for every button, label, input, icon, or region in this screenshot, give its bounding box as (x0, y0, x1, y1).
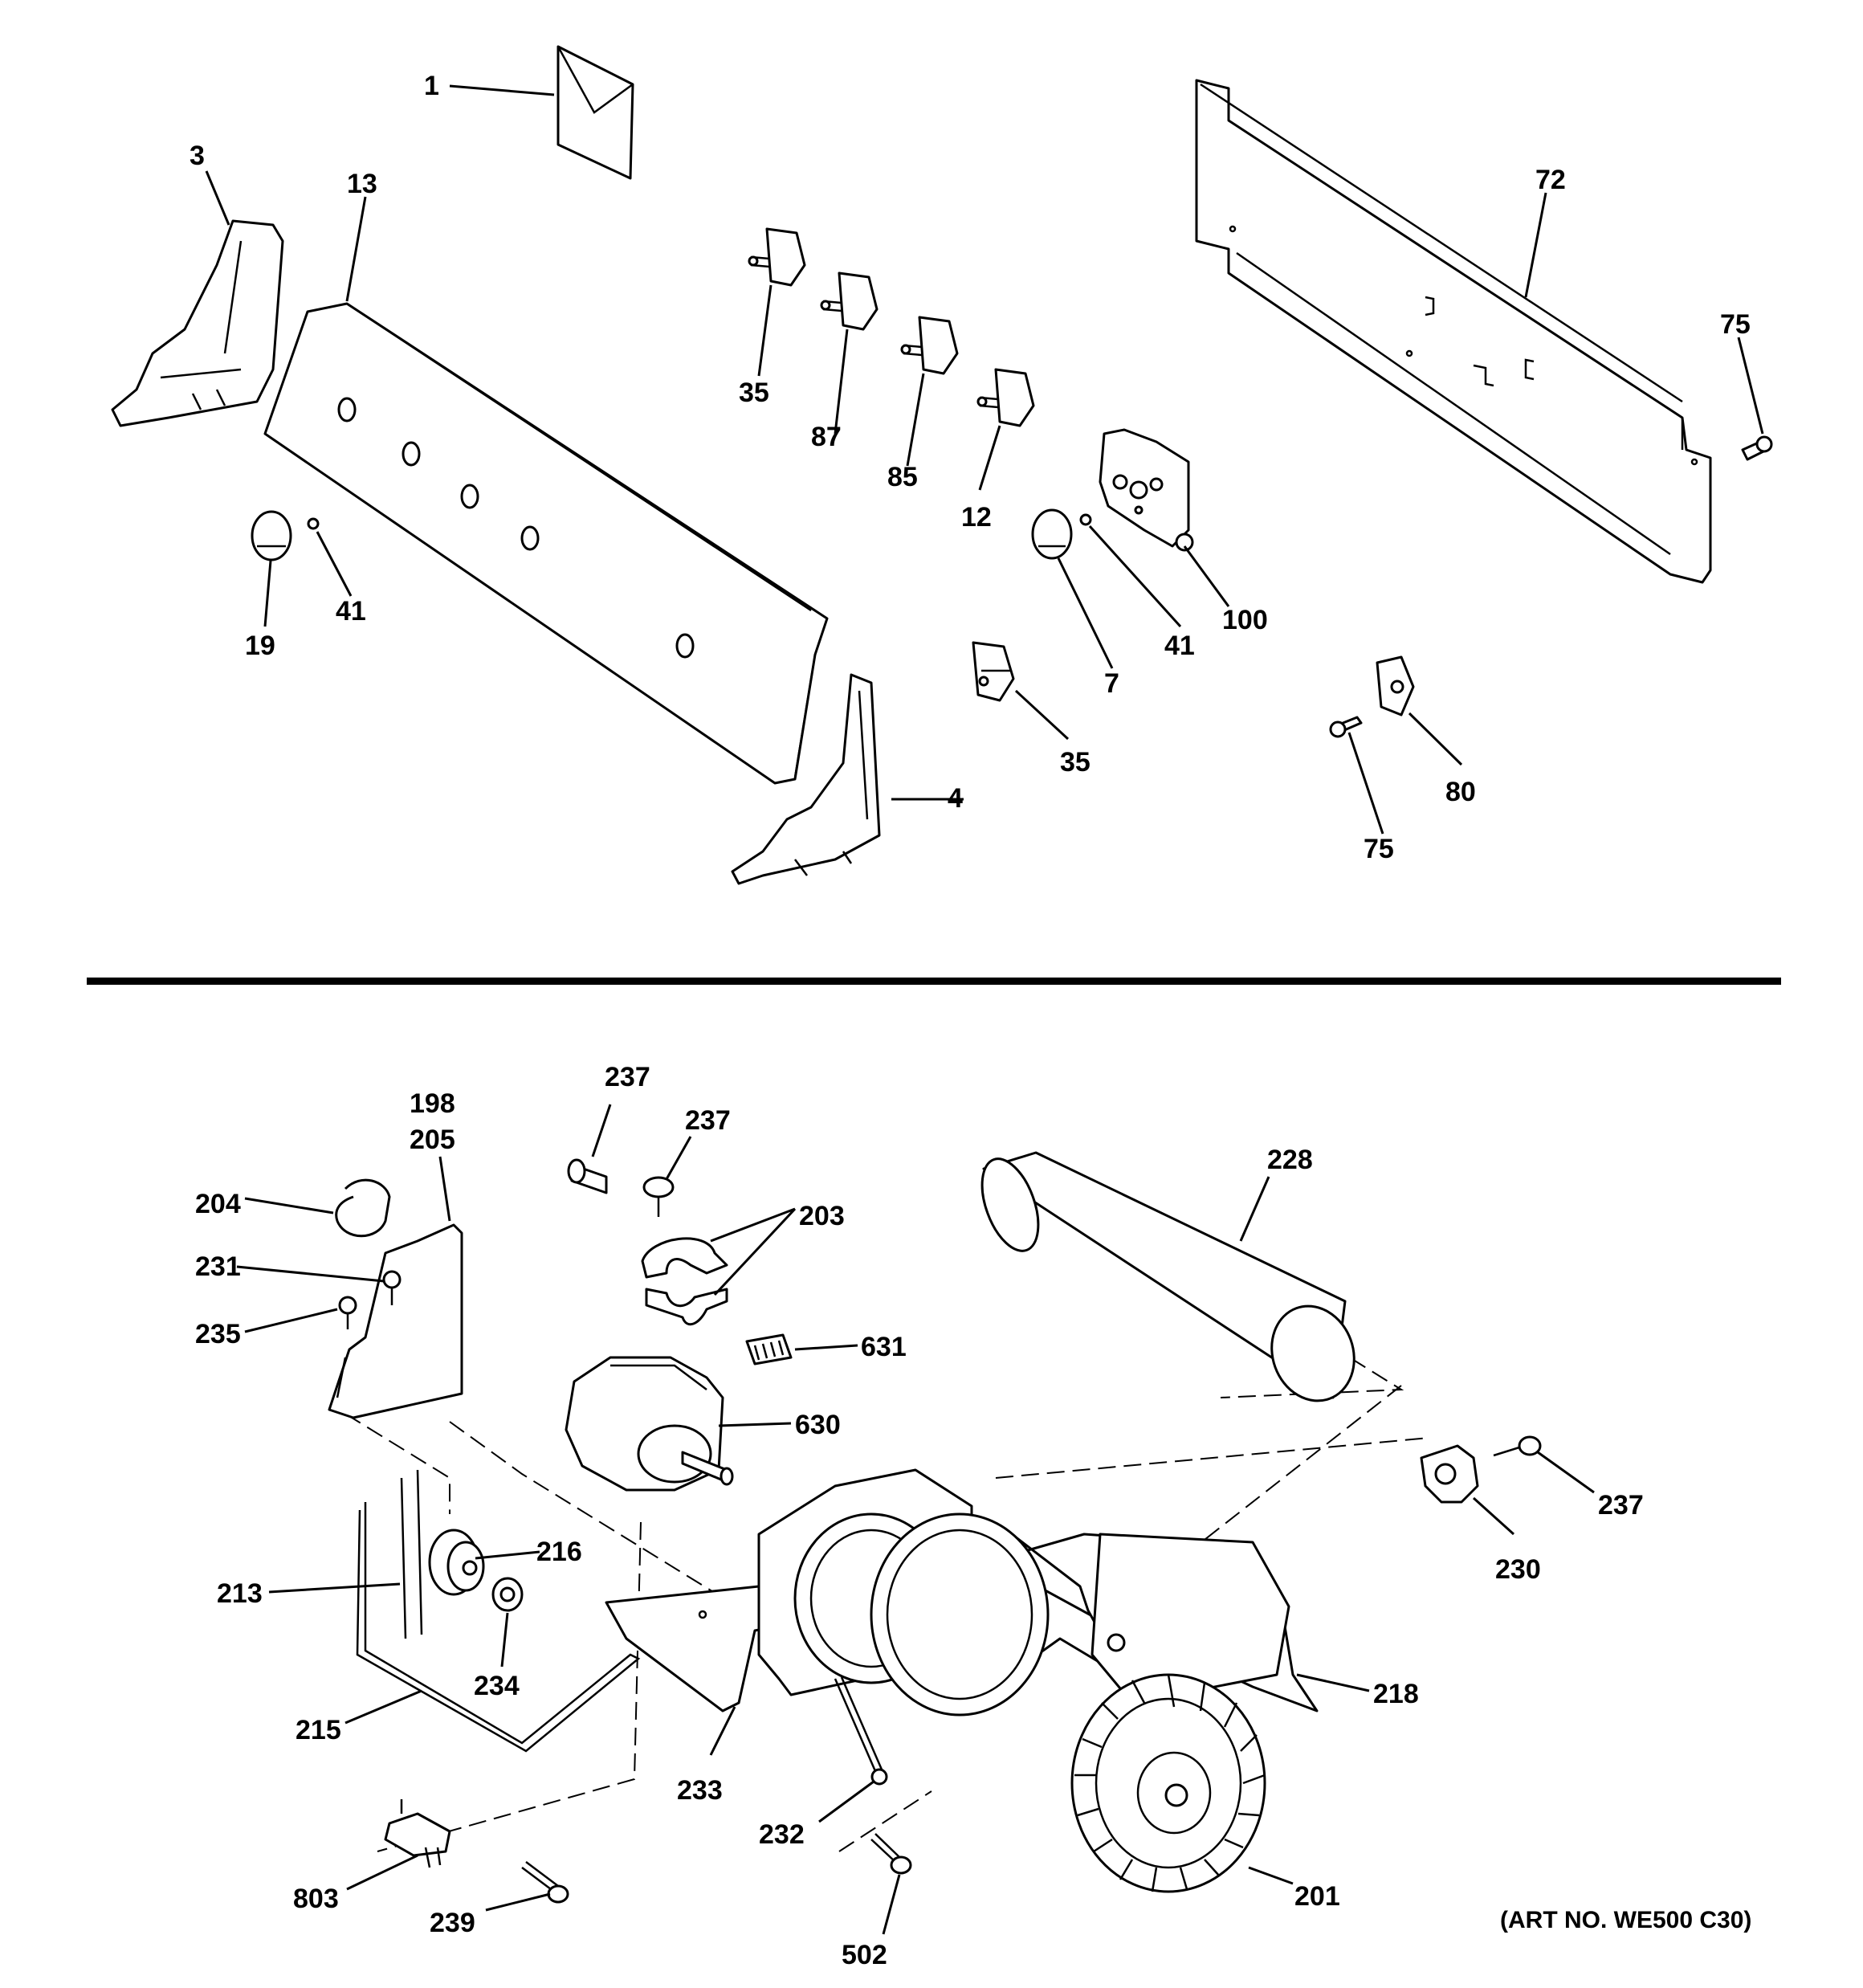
part-237-screw-a (567, 1158, 608, 1194)
label-237-a: 237 (605, 1062, 650, 1092)
part-630-motor (565, 1356, 734, 1492)
label-201: 201 (1294, 1881, 1340, 1912)
part-234-bearing (491, 1577, 524, 1612)
label-13: 13 (347, 169, 377, 199)
part-203-bearing-upper (641, 1237, 728, 1279)
label-233: 233 (677, 1775, 723, 1806)
part-228-tube (980, 1151, 1355, 1402)
callout-labels: 1 3 13 35 87 85 12 72 75 100 41 41 19 7 … (190, 71, 1751, 1970)
part-100-timer (1099, 428, 1194, 552)
part-631-block (745, 1333, 793, 1365)
part-75-screw-top (1741, 435, 1773, 461)
label-41-left: 41 (336, 596, 366, 627)
label-216: 216 (536, 1537, 582, 1567)
upper-leader-lines (205, 84, 1764, 835)
label-35-top: 35 (739, 378, 769, 408)
label-100: 100 (1222, 605, 1268, 635)
label-231: 231 (195, 1251, 241, 1282)
part-237-screw-c (1493, 1435, 1542, 1457)
part-3-left-endcap (111, 219, 284, 427)
label-3: 3 (190, 141, 205, 171)
part-35-switch-bottom (972, 641, 1015, 702)
label-234: 234 (474, 1671, 520, 1701)
part-41-spring-right (1079, 513, 1092, 526)
section-divider (87, 978, 1781, 985)
part-239-screw (521, 1861, 569, 1904)
part-204-clamp (335, 1178, 391, 1238)
part-203-bearing-lower (645, 1288, 728, 1326)
label-19: 19 (245, 631, 275, 661)
label-87: 87 (811, 422, 842, 452)
part-75-screw-bottom (1329, 716, 1363, 738)
part-41-spring-left (307, 517, 320, 530)
label-198: 198 (410, 1088, 455, 1119)
part-237-screw-c-body (1107, 1633, 1126, 1652)
label-80: 80 (1445, 777, 1476, 807)
part-19-knob (251, 510, 292, 561)
label-239: 239 (430, 1908, 475, 1938)
label-35-bottom: 35 (1060, 747, 1090, 778)
part-201-blower-wheel (1070, 1673, 1266, 1893)
part-803-switch (384, 1799, 451, 1868)
part-1-envelope (556, 45, 634, 180)
part-231-screw (382, 1270, 402, 1305)
part-7-knob (1031, 508, 1073, 560)
part-213-spring (400, 1469, 423, 1639)
part-198-205-bracket (328, 1223, 463, 1419)
part-72-back-panel (1195, 79, 1712, 584)
part-215-idler-arm (356, 1502, 641, 1753)
label-1: 1 (424, 71, 439, 101)
label-230: 230 (1495, 1554, 1541, 1585)
part-85-switch (900, 316, 959, 375)
label-85: 85 (887, 462, 918, 492)
label-72: 72 (1535, 165, 1566, 195)
part-87-switch (820, 271, 879, 331)
lower-leader-lines (236, 1104, 1595, 1935)
label-4: 4 (948, 783, 963, 814)
label-235: 235 (195, 1319, 241, 1349)
label-232: 232 (759, 1819, 805, 1850)
label-803: 803 (293, 1884, 339, 1914)
label-228: 228 (1267, 1145, 1313, 1175)
label-631: 631 (861, 1332, 907, 1362)
part-13-control-panel (263, 302, 829, 785)
label-215: 215 (296, 1715, 341, 1745)
part-12-switch (976, 368, 1035, 427)
label-75-top: 75 (1720, 309, 1751, 340)
art-number: (ART NO. WE500 C30) (1500, 1907, 1751, 1933)
label-7: 7 (1104, 668, 1119, 699)
label-203: 203 (799, 1201, 845, 1231)
part-232-bolt (834, 1676, 888, 1786)
part-4-right-endcap (731, 673, 881, 885)
label-630: 630 (795, 1410, 841, 1440)
part-235-screw (338, 1296, 357, 1329)
label-237-c: 237 (1598, 1490, 1644, 1521)
part-237-screw-b (642, 1176, 675, 1217)
part-216-pulley (428, 1529, 485, 1596)
label-204: 204 (195, 1189, 241, 1219)
part-80-bracket (1376, 655, 1415, 716)
label-213: 213 (217, 1578, 263, 1609)
part-230-thermostat (1420, 1444, 1479, 1504)
label-218: 218 (1373, 1679, 1419, 1709)
label-12: 12 (961, 502, 992, 533)
label-502: 502 (842, 1940, 887, 1970)
label-205: 205 (410, 1125, 455, 1155)
part-218-blower-ring (870, 1512, 1319, 1717)
part-35-switch-top (748, 227, 806, 287)
label-237-b: 237 (685, 1105, 731, 1136)
label-75-bottom: 75 (1364, 834, 1394, 864)
part-502-screw (870, 1833, 912, 1875)
label-41-right: 41 (1164, 631, 1195, 661)
